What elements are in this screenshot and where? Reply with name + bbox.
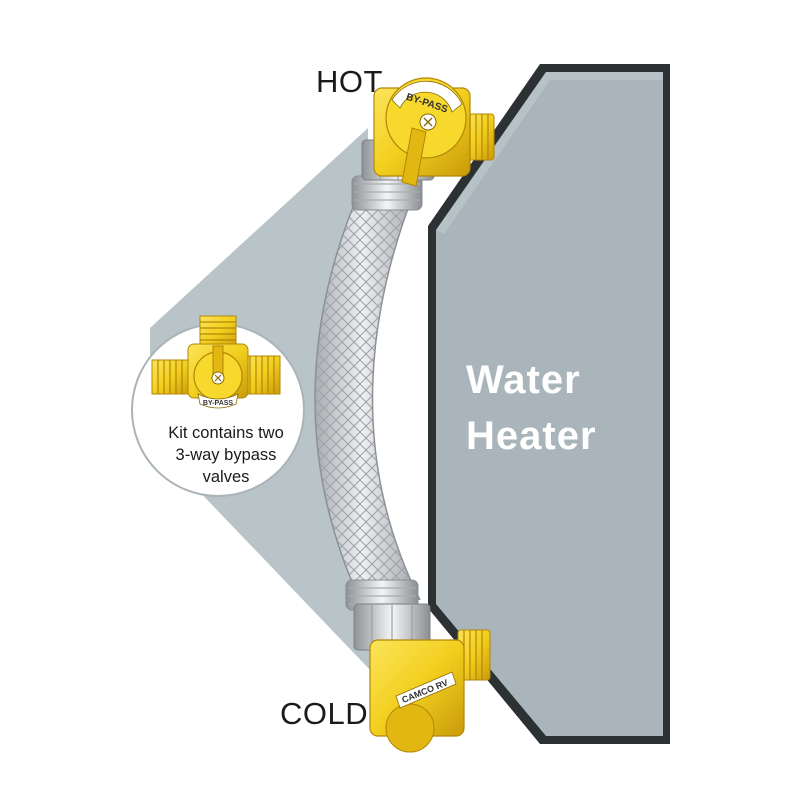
cold-label: COLD (280, 696, 369, 731)
water-heater-body (428, 64, 670, 744)
hot-label: HOT (316, 64, 383, 99)
water-heater-title-line-2: Heater (466, 414, 597, 458)
bottom-hose-fitting (345, 579, 431, 651)
water-heater-title: Water Heater (466, 352, 646, 464)
kit-caption-line-1: Kit contains two (168, 424, 284, 442)
kit-caption-line-3: valves (202, 468, 250, 486)
kit-caption: Kit contains two 3-way bypass valves (146, 422, 306, 488)
callout-bypass-text: BY-PASS (203, 400, 234, 407)
valve-closeup-icon: BY-PASS (151, 315, 281, 409)
hot-bypass-valve: BY-PASS (373, 77, 495, 187)
kit-caption-line-2: 3-way bypass (175, 446, 277, 464)
water-heater-title-line-1: Water (466, 358, 581, 402)
cold-bypass-valve: CAMCO RV (369, 629, 491, 753)
